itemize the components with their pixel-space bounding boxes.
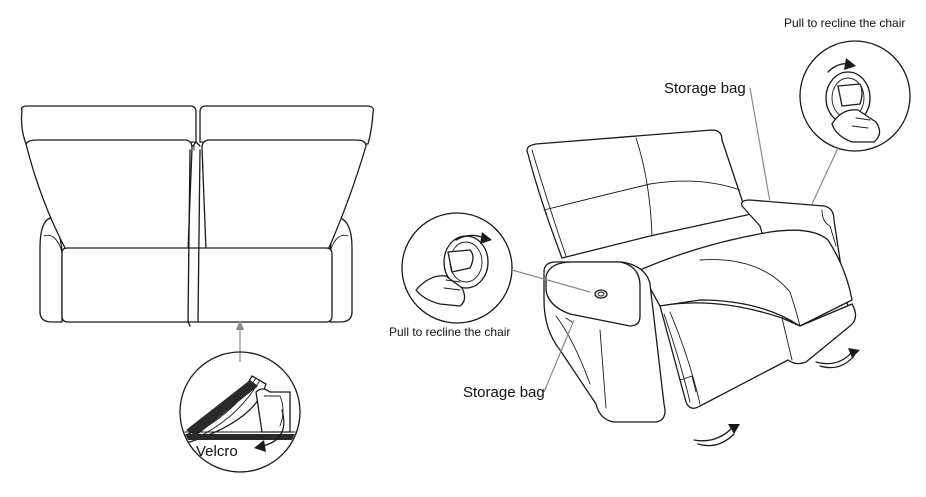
sofa-back-view <box>20 105 375 362</box>
pull-to-recline-label-top: Pull to recline the chair <box>784 16 905 30</box>
hand-pull-lever-icon-right <box>799 40 911 205</box>
velcro-label: Velcro <box>196 443 238 460</box>
rotation-arrow-icon <box>693 348 860 447</box>
storage-bag-label-top: Storage bag <box>664 80 746 97</box>
hand-pull-lever-icon-left <box>401 212 591 324</box>
storage-top-leader <box>749 87 771 203</box>
velcro-detail-icon: Velcro <box>179 351 301 473</box>
storage-bottom-leader <box>543 319 575 393</box>
storage-bag-label-bottom: Storage bag <box>463 384 545 401</box>
pull-to-recline-label-left: Pull to recline the chair <box>389 325 510 339</box>
loveseat-perspective <box>526 129 860 447</box>
